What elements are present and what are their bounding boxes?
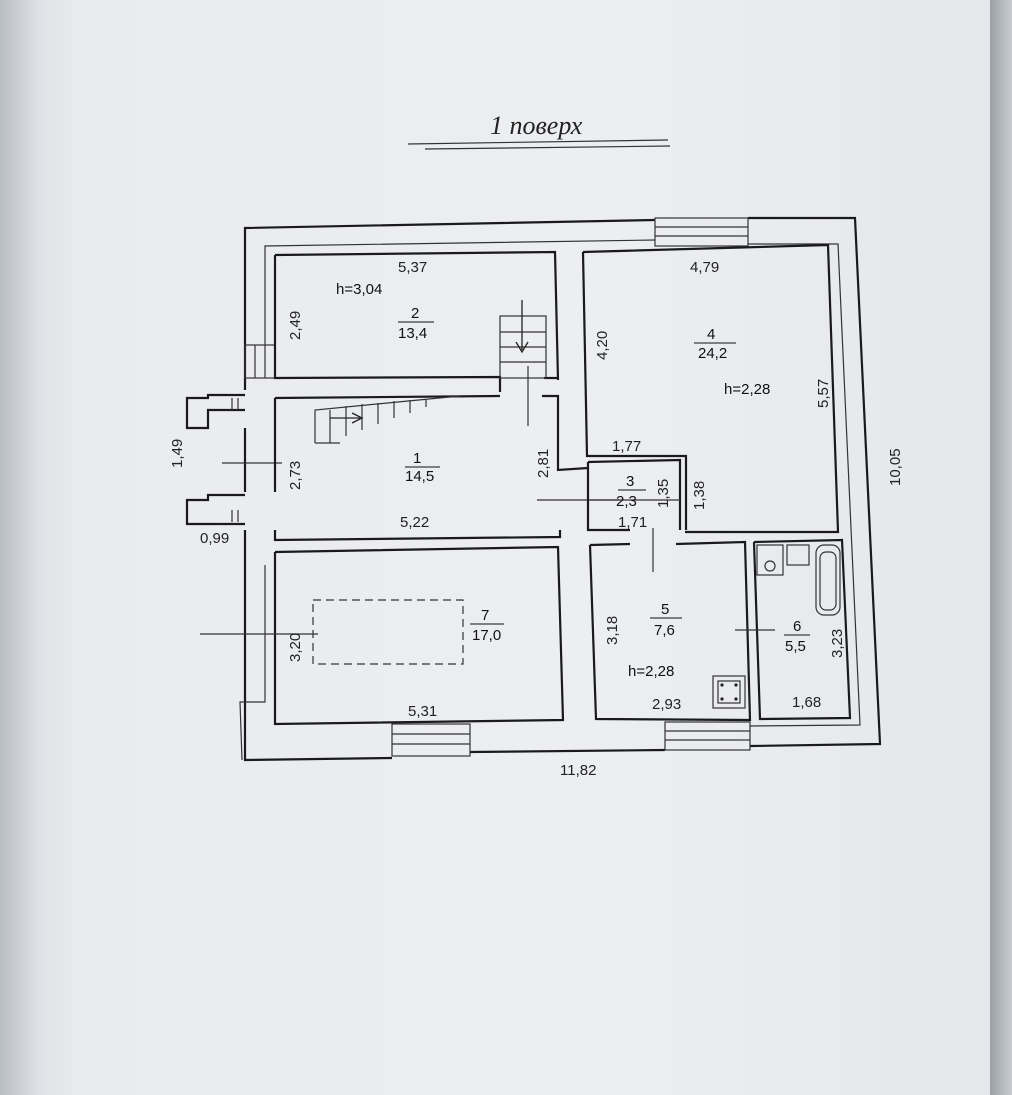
room-4-area: 24,2 bbox=[698, 345, 727, 362]
room-1-depth: 2,73 bbox=[287, 461, 304, 490]
room-6-number: 6 bbox=[793, 618, 801, 635]
room-1-number: 1 bbox=[413, 450, 421, 467]
room-2: 5,37 2,49 h=3,04 2 13,4 bbox=[273, 250, 560, 392]
room-2-number: 2 bbox=[411, 305, 419, 322]
room-5-depth: 3,18 bbox=[604, 616, 621, 645]
overall-width: 11,82 bbox=[560, 762, 596, 779]
room-3-right-dim: 1,38 bbox=[691, 481, 708, 510]
room-2-area: 13,4 bbox=[398, 325, 427, 342]
room-3-area: 2,3 bbox=[616, 493, 637, 510]
room-7: 3,20 7 17,0 5,31 bbox=[200, 545, 565, 726]
room-1: 2,73 2,81 1 14,5 5,22 bbox=[273, 366, 620, 542]
room-4-height: h=2,28 bbox=[724, 381, 770, 398]
room-5-width: 2,93 bbox=[652, 696, 681, 713]
room-4-depth: 4,20 bbox=[594, 331, 611, 360]
room-5: 3,18 5 7,6 h=2,28 2,93 bbox=[588, 528, 752, 722]
entrance-porch: 1,49 0,99 bbox=[169, 393, 282, 547]
room-6-width: 1,68 bbox=[792, 694, 821, 711]
room-6-area: 5,5 bbox=[785, 638, 806, 655]
plan-title: 1 поверх bbox=[490, 111, 583, 140]
overall-depth: 10,05 bbox=[887, 448, 904, 486]
room-6: 6 5,5 3,23 1,68 bbox=[735, 538, 852, 721]
room-4-width: 4,79 bbox=[690, 259, 719, 276]
room-5-area: 7,6 bbox=[654, 622, 675, 639]
room-1-area: 14,5 bbox=[405, 468, 434, 485]
room-6-depth: 3,23 bbox=[829, 629, 846, 658]
room-3-top-dim: 1,77 bbox=[612, 438, 641, 455]
outer-walls bbox=[239, 216, 882, 762]
room-5-number: 5 bbox=[661, 601, 669, 618]
room-4: 4,79 4,20 5,57 4 24,2 h=2,28 bbox=[581, 243, 840, 534]
hall-right-dim: 2,81 bbox=[535, 449, 552, 478]
room-5-height: h=2,28 bbox=[628, 663, 674, 680]
porch-depth: 0,99 bbox=[200, 530, 229, 547]
room-3-number: 3 bbox=[626, 473, 634, 490]
room-7-depth: 3,20 bbox=[287, 633, 304, 662]
room-2-height: h=3,04 bbox=[336, 281, 382, 298]
room-3-depth: 1,35 bbox=[655, 479, 672, 508]
room-7-width: 5,31 bbox=[408, 703, 437, 720]
room-1-width: 5,22 bbox=[400, 514, 429, 531]
room-3: 1,77 3 2,3 1,35 1,38 1,71 bbox=[586, 438, 708, 532]
room-3-width: 1,71 bbox=[618, 514, 647, 531]
page-edge bbox=[990, 0, 1012, 1095]
room-7-number: 7 bbox=[481, 607, 489, 624]
room-2-depth: 2,49 bbox=[287, 311, 304, 340]
room-2-width: 5,37 bbox=[398, 259, 427, 276]
room-4-right-dim: 5,57 bbox=[815, 379, 832, 408]
windows bbox=[244, 217, 751, 757]
room-4-number: 4 bbox=[707, 326, 715, 343]
room-7-area: 17,0 bbox=[472, 627, 501, 644]
porch-width: 1,49 bbox=[169, 439, 186, 468]
